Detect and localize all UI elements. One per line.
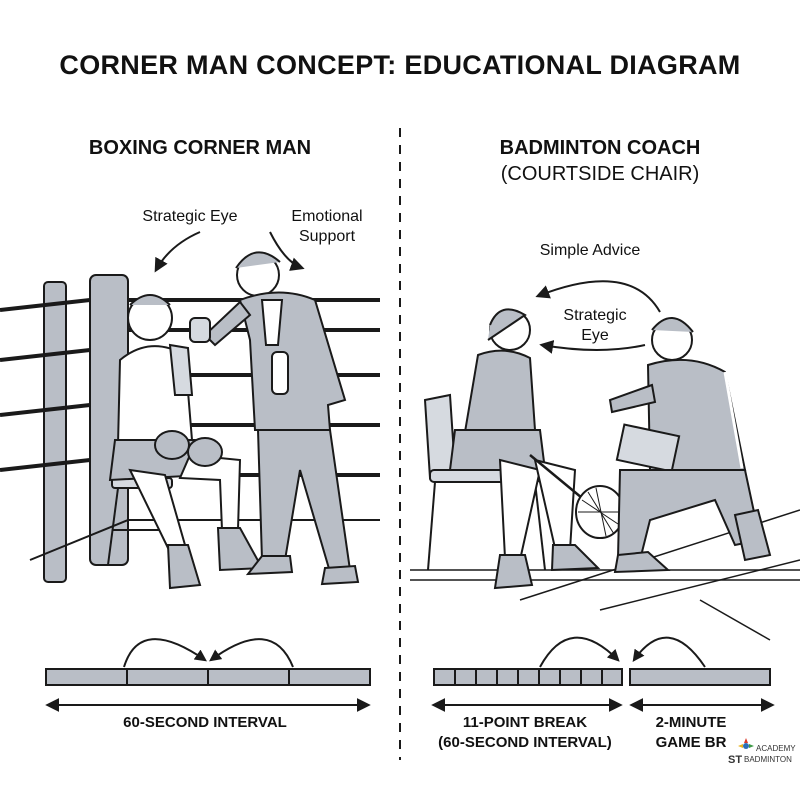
boxer-figure <box>107 294 264 590</box>
strategic-eye-line2: Eye <box>581 327 609 344</box>
corner-man-figure <box>189 251 360 586</box>
badminton-heading: BADMINTON COACH (COURTSIDE CHAIR) <box>440 135 760 187</box>
badminton-break-caption: 11-POINT BREAK (60-SECOND INTERVAL) <box>420 713 630 753</box>
badminton-heading-line2: (COURTSIDE CHAIR) <box>500 163 700 185</box>
boxing-timeline <box>45 638 371 712</box>
badminton-player-figure <box>423 308 625 590</box>
badminton-timeline-bar-1 <box>433 668 623 686</box>
badminton-arc-left <box>539 636 620 668</box>
academy-logo: ACADEMY ST BADMINTON <box>728 736 796 772</box>
badminton-strategic-eye-label: Strategic Eye <box>545 306 645 346</box>
simple-advice-arrow <box>535 280 661 313</box>
simple-advice-label: Simple Advice <box>539 242 641 259</box>
emotional-support-arrow <box>269 231 305 271</box>
logo-line2: BADMINTON <box>744 755 792 764</box>
badminton-heading-line1: BADMINTON COACH <box>499 137 701 159</box>
badminton-timeline <box>431 636 775 712</box>
badminton-timeline-bar-2 <box>629 668 771 686</box>
boxing-strategic-eye-label: Strategic Eye <box>142 208 238 225</box>
page-title: CORNER MAN CONCEPT: EDUCATIONAL DIAGRAM <box>59 50 741 80</box>
break-caption-line2: (60-SECOND INTERVAL) <box>438 734 612 751</box>
break-caption-line1: 11-POINT BREAK <box>462 714 588 731</box>
ring-post-back <box>43 281 67 583</box>
logo-line1: ACADEMY <box>756 744 796 753</box>
badminton-court-lines <box>410 509 800 641</box>
badminton-game-break-caption: 2-MINUTE GAME BR <box>636 713 746 753</box>
boxing-heading-text: BOXING CORNER MAN <box>88 137 312 159</box>
emotional-support-line1: Emotional <box>291 208 363 225</box>
strategic-eye-arrow-right <box>539 340 646 354</box>
emotional-support-line2: Support <box>298 228 356 245</box>
game-break-line1: 2-MINUTE <box>655 714 727 731</box>
logo-mark: ST <box>728 754 743 766</box>
boxing-interval-caption: 60-SECOND INTERVAL <box>123 714 287 731</box>
logo-shuttle-icon <box>738 738 754 749</box>
badminton-coach-figure <box>608 317 772 574</box>
boxing-arc-left <box>123 638 207 668</box>
boxing-emotional-support-label: Emotional Support <box>262 207 392 247</box>
game-break-line2: GAME BR <box>655 734 727 751</box>
strategic-eye-line1: Strategic <box>563 307 627 324</box>
strategic-eye-arrow-left <box>154 231 201 273</box>
boxing-arc-right <box>209 638 294 668</box>
boxing-heading: BOXING CORNER MAN <box>40 135 360 161</box>
badminton-arc-right <box>632 636 706 668</box>
